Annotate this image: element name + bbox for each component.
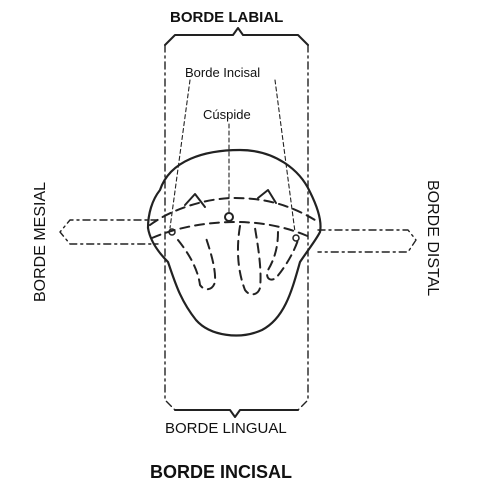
label-borde-incisal-annotation: Borde Incisal — [185, 65, 261, 80]
crown-outline — [146, 148, 322, 337]
lingual-ridge-center — [236, 225, 262, 296]
projection-left-horizontal — [59, 219, 159, 245]
label-borde-lingual: BORDE LINGUAL — [165, 420, 287, 437]
projection-right-horizontal — [317, 229, 417, 253]
projection-right-vertical — [297, 44, 309, 411]
contact-point-distal — [292, 234, 300, 242]
leader-incisal-left — [169, 79, 191, 229]
cusp-ridge-left — [184, 193, 206, 208]
labial-bracket — [164, 27, 309, 46]
cusp-ridge-right — [257, 189, 277, 204]
label-cuspide: Cúspide — [203, 107, 251, 122]
cusp-tip-point — [224, 212, 234, 222]
lingual-ridge-right — [266, 231, 299, 281]
label-borde-mesial: BORDE MESIAL — [32, 181, 49, 302]
lingual-ridge-left — [177, 234, 217, 291]
label-borde-distal: BORDE DISTAL — [424, 180, 441, 297]
leader-incisal-right — [274, 79, 296, 233]
lingual-bracket — [174, 409, 299, 418]
projection-left-vertical — [164, 44, 176, 411]
contact-point-mesial — [168, 228, 176, 236]
caption-borde-incisal: BORDE INCISAL — [150, 462, 293, 482]
label-borde-labial: BORDE LABIAL — [170, 9, 284, 26]
